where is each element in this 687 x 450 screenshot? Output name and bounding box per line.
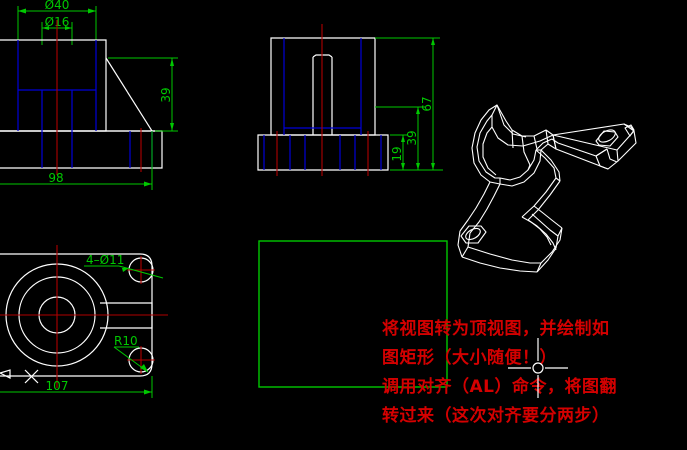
top-view-bottom-left[interactable]: 4–Ø11 R10 107: [0, 245, 168, 398]
side-view-top-middle[interactable]: 19 39 67: [257, 24, 443, 176]
dim-label-4-dia11: 4–Ø11: [86, 253, 124, 267]
blip-marker-icon: [0, 369, 39, 384]
dimension-39-side[interactable]: 39: [375, 106, 425, 170]
front-view-hidden-lines: [17, 40, 153, 168]
front-view-centerline: [56, 20, 142, 175]
dimension-dia40[interactable]: Ø40: [17, 0, 97, 40]
dimension-98[interactable]: 98: [0, 131, 153, 190]
note-line-2: 图矩形（大小随便！）: [382, 347, 557, 368]
leader-4-dia11[interactable]: 4–Ø11: [84, 253, 164, 279]
dimension-67[interactable]: 67: [375, 37, 440, 170]
leader-r10[interactable]: R10: [113, 334, 149, 373]
dim-label-39-side: 39: [405, 130, 419, 145]
dim-label-67: 67: [420, 96, 434, 111]
note-line-4: 转过来（这次对齐要分两步）: [382, 405, 610, 426]
dim-label-39-front: 39: [159, 87, 173, 102]
crosshair-cursor[interactable]: [508, 338, 568, 398]
dim-label-19: 19: [390, 146, 404, 161]
dim-label-107: 107: [46, 379, 69, 393]
side-view-hidden-lines: [263, 38, 382, 170]
dim-label-r10: R10: [114, 334, 138, 348]
front-view-outline[interactable]: [0, 39, 163, 169]
front-view-top-left[interactable]: Ø40 Ø16: [0, 0, 178, 190]
annotation-note-block: 将视图转为顶视图，并绘制如 图矩形（大小随便！） 调用对齐（AL）命令，将图翻 …: [382, 318, 617, 426]
side-view-centerlines: [276, 24, 369, 176]
dimension-107[interactable]: 107: [0, 376, 153, 398]
side-view-outline[interactable]: [257, 37, 389, 171]
dim-label-dia40: Ø40: [45, 0, 70, 12]
dimension-39-front[interactable]: 39: [108, 57, 178, 132]
dim-label-98: 98: [48, 171, 63, 185]
dimension-19[interactable]: 19: [390, 134, 443, 171]
user-drawn-rectangle[interactable]: [258, 240, 448, 388]
isometric-wireframe-model[interactable]: [457, 104, 637, 273]
note-line-1: 将视图转为顶视图，并绘制如: [382, 318, 610, 339]
note-line-3: 调用对齐（AL）命令，将图翻: [382, 376, 617, 397]
